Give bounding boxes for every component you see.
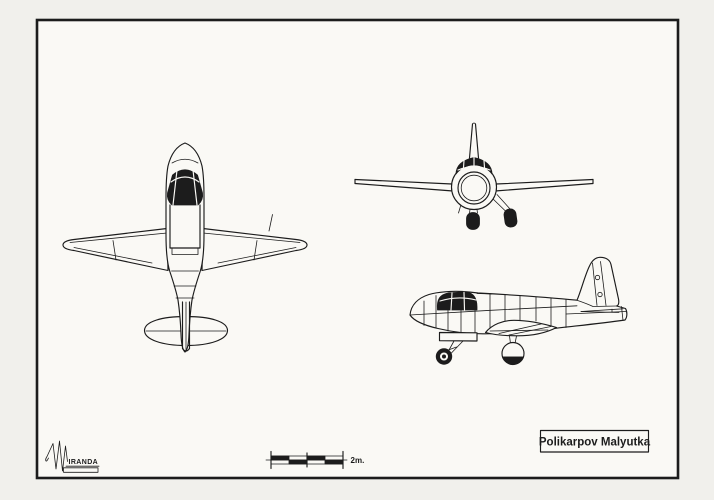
title-box-border [539,429,650,453]
side-view-rear-line [565,311,627,315]
front-view-nose-wheel [466,212,480,230]
front-view-cowl-ring-inner [460,174,488,202]
top-view-right-wing [201,227,308,272]
side-view [409,256,628,366]
front-view-cowl-ring-outer [457,171,491,205]
side-view-deck-line [476,293,493,295]
side-view-gear-door [438,331,478,342]
side-view-nose-gear [435,331,478,365]
title-box: Polikarpov Malyutka [539,429,651,453]
title-text: Polikarpov Malyutka [539,437,651,449]
logo-zigzag-m-icon [45,440,68,472]
side-view-canopy-frames [439,291,477,311]
top-view-canopy [166,169,204,206]
side-view-fairing-lines [489,323,552,336]
side-view-canopy [436,291,478,311]
logo-text: IRANDA [69,459,99,466]
top-view-canopy-frames [170,169,200,206]
front-view-main-wheel [503,208,518,228]
top-view [62,142,308,353]
scale-bar: 2m. [265,450,365,470]
scale-bar-ticks [270,450,344,470]
side-view-fin-details [576,261,624,321]
top-view-fin [181,301,191,352]
front-view [354,122,594,230]
logo: IRANDA [45,440,100,473]
front-view-canopy-frames [457,156,491,176]
scale-label: 2m. [351,456,365,465]
top-view-antenna [268,214,273,232]
top-view-left-wing [62,227,169,272]
top-view-wing-detail-lines [69,232,301,264]
logo-box [63,467,99,473]
side-view-panel-lines [423,293,567,335]
front-view-fin [468,122,480,159]
front-view-wings [354,178,594,192]
side-view-mid-line [409,305,578,316]
top-view-panel-lines [169,204,201,299]
top-view-nose-panel [171,158,199,164]
side-view-tailplane [580,308,624,313]
side-view-main-wheel [501,335,525,366]
front-view-canopy [455,157,493,175]
